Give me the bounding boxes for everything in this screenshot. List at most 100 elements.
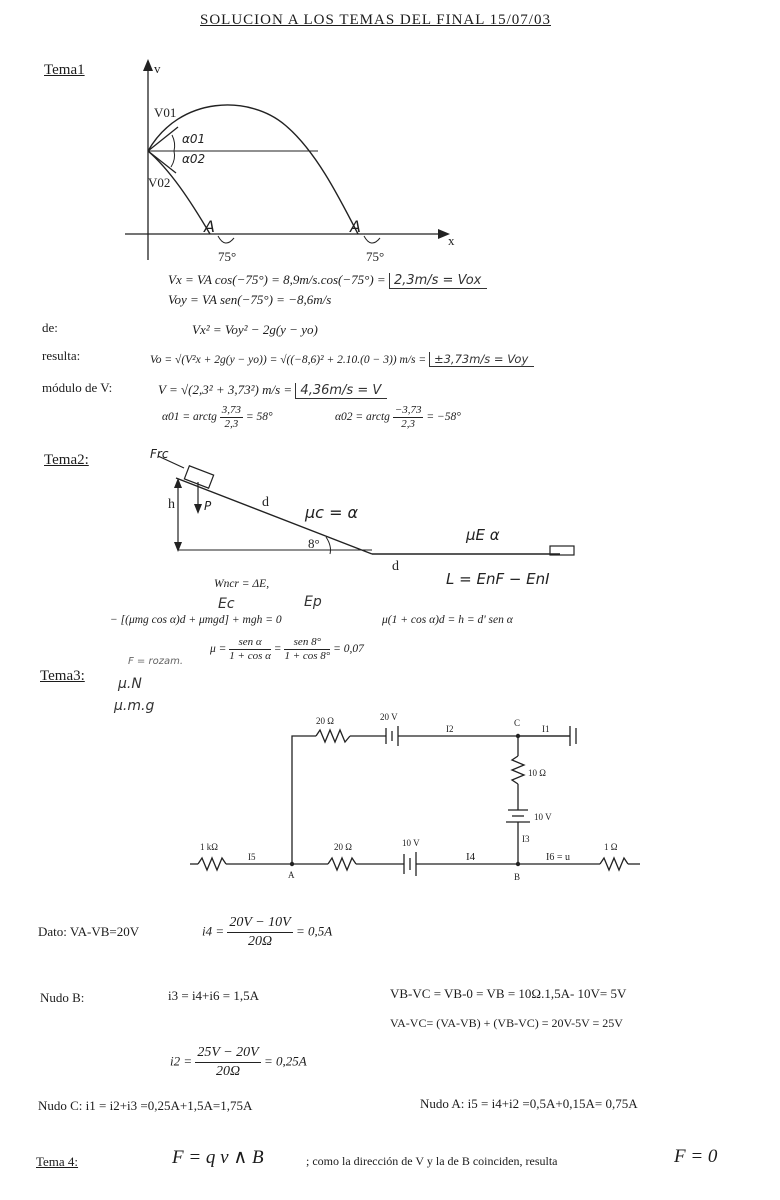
i2-den: 20Ω xyxy=(215,1064,241,1079)
i2-num: 25V − 20V xyxy=(195,1044,261,1063)
i16-label: I6 = u xyxy=(546,852,570,863)
tema2-eq-right: μ(1 + cos α)d = h = d' sen α xyxy=(382,614,513,626)
mu-result: = 0,07 xyxy=(333,643,364,656)
eq-modulo-text: V = √(2,3² + 3,73²) m/s = xyxy=(158,382,293,397)
tema2-mu: μ = sen α 1 + cos α = sen 8° 1 + cos 8° … xyxy=(210,636,364,663)
tema2-note-mmg: μ.m.g xyxy=(114,698,155,714)
r-bottom-label: 20 Ω xyxy=(334,842,352,852)
v01-label: V01 xyxy=(154,105,176,120)
i4-fraction: 20V − 10V 20Ω xyxy=(227,914,293,951)
label-modulo: módulo de V: xyxy=(42,380,113,395)
v-top-label: 20 V xyxy=(380,712,398,722)
mu-e-label: μE α xyxy=(465,526,500,544)
alpha01-label-text: α01 = arctg xyxy=(162,411,217,424)
i1-label: I1 xyxy=(542,724,550,734)
v-mid-label: 10 V xyxy=(534,812,552,822)
tema2-label-ec: Ec xyxy=(218,596,235,612)
eq-resulta-result: ±3,73m/s = Voy xyxy=(428,352,535,367)
i4-lhs: i4 = xyxy=(202,923,225,939)
v02-label: V02 xyxy=(148,175,170,190)
axis-x-label: x xyxy=(448,233,455,248)
point-a2: A xyxy=(349,217,361,236)
tema1-heading: Tema1 xyxy=(44,62,85,78)
i13-label: I3 xyxy=(522,834,530,844)
tema1-trajectory-diagram: v x V01 V02 α01 α02 A A 75° 75° xyxy=(125,59,455,264)
r-top-label: 20 Ω xyxy=(316,716,334,726)
i2-result: = 0,25A xyxy=(263,1053,307,1069)
d2-label: d xyxy=(392,559,399,574)
tema1-alpha01: α01 = arctg 3,73 2,3 = 58° xyxy=(162,404,273,431)
tema4-text: ; como la dirección de V y la de B coinc… xyxy=(306,1154,558,1168)
tema2-incline-diagram: Frc P h d d μc = α μE α 8° L = EnF − EnI xyxy=(150,447,575,588)
r-mid-label: 10 Ω xyxy=(528,768,546,778)
mu-fraction-1: sen α 1 + cos α xyxy=(229,636,271,663)
alpha02-result: = −58° xyxy=(426,411,461,424)
mu-c-label: μc = α xyxy=(304,503,359,522)
axis-v-label: v xyxy=(154,61,161,76)
h-label: h xyxy=(168,497,175,512)
alpha02-fraction: −3,73 2,3 xyxy=(392,404,424,431)
tema2-heading: Tema2: xyxy=(44,452,89,468)
tema2-eq-w: Wncr = ΔE, xyxy=(214,578,270,590)
tema1-eq-de: Vx² = Voy² − 2g(y − yo) xyxy=(192,322,318,337)
i15-label: I5 xyxy=(248,852,256,862)
label-resulta: resulta: xyxy=(42,348,81,363)
i12-label: I2 xyxy=(446,724,454,734)
tema2-label-ep: Ep xyxy=(304,594,322,610)
alpha02-den: 2,3 xyxy=(401,418,415,430)
mu-den-1: 1 + cos α xyxy=(229,650,271,662)
tema3-circuit-diagram: 20 Ω 20 V I2 C I1 10 Ω 10 V I3 1 kΩ I5 A… xyxy=(190,712,640,882)
mu-den-2: 1 + cos 8° xyxy=(284,650,331,662)
alpha02-label: α02 xyxy=(182,152,205,166)
frc-label: Frc xyxy=(150,447,169,461)
angle2-label: 75° xyxy=(366,249,384,264)
tema1-eq-modulo: V = √(2,3² + 3,73²) m/s = 4,36m/s = V xyxy=(158,382,388,399)
i2-lhs: i2 = xyxy=(170,1053,193,1069)
r-left-label: 1 kΩ xyxy=(200,842,218,852)
alpha02-label-text: α02 = arctg xyxy=(335,411,390,424)
alpha01-den: 2,3 xyxy=(224,418,239,430)
node-b-label: B xyxy=(514,872,520,882)
tema1-eq-resulta: Vo = √(V²x + 2g(y − yo)) = √((−8,6)² + 2… xyxy=(150,352,535,367)
tema3-heading: Tema3: xyxy=(40,668,85,684)
v-bottom-label: 10 V xyxy=(402,838,420,848)
point-a1: A xyxy=(203,217,215,236)
i4-den: 20Ω xyxy=(247,934,273,949)
i2-fraction: 25V − 20V 20Ω xyxy=(195,1044,261,1081)
tema2-note-f: F = rozam. xyxy=(128,656,184,667)
alpha01-result: = 58° xyxy=(245,411,273,424)
tema3-nudo-a: Nudo A: i5 = i4+i2 =0,5A+0,15A= 0,75A xyxy=(420,1096,638,1111)
alpha01-label: α01 xyxy=(182,132,205,146)
page-title: SOLUCION A LOS TEMAS DEL FINAL 15/07/03 xyxy=(200,12,551,28)
alpha01-num: 3,73 xyxy=(219,404,244,418)
eq-vx-text: Vx = VA cos(−75°) = 8,9m/s.cos(−75°) = xyxy=(168,272,386,287)
tema4-formula: F = q v ∧ B xyxy=(172,1147,264,1168)
tema3-dato: Dato: VA-VB=20V xyxy=(38,924,140,939)
tema3-i2: i2 = 25V − 20V 20Ω = 0,25A xyxy=(170,1044,307,1081)
tema2-note-mn: μ.N xyxy=(118,676,142,692)
tema3-i4: i4 = 20V − 10V 20Ω = 0,5A xyxy=(202,914,332,951)
tema4-heading: Tema 4: xyxy=(36,1154,79,1169)
tema1-eq-vx: Vx = VA cos(−75°) = 8,9m/s.cos(−75°) = 2… xyxy=(168,272,488,289)
tema3-nudo-b-eq: i3 = i4+i6 = 1,5A xyxy=(168,988,259,1003)
trajectory-upper xyxy=(147,104,359,235)
label-de: de: xyxy=(42,320,58,335)
tema3-va-vc: VA-VC= (VA-VB) + (VB-VC) = 20V-5V = 25V xyxy=(390,1016,623,1030)
tema3-nudo-b-label: Nudo B: xyxy=(40,990,85,1005)
tema3-vb-vc: VB-VC = VB-0 = VB = 10Ω.1,5A- 10V= 5V xyxy=(390,986,627,1001)
node-a-label: A xyxy=(288,870,295,880)
eq-modulo-result: 4,36m/s = V xyxy=(295,383,388,399)
tema2-eq-main: − [(μmg cos α)d + μmgd] + mgh = 0 xyxy=(110,614,282,626)
eq-resulta-text: Vo = √(V²x + 2g(y − yo)) = √((−8,6)² + 2… xyxy=(150,354,427,366)
i14-label: I4 xyxy=(466,851,476,863)
tema4-result: F = 0 xyxy=(674,1146,718,1167)
trajectory-lower xyxy=(147,150,211,235)
angle-8-label: 8° xyxy=(308,536,320,551)
angle1-label: 75° xyxy=(218,249,236,264)
work-energy-label: L = EnF − EnI xyxy=(446,570,550,588)
tema3-nudo-c: Nudo C: i1 = i2+i3 =0,25A+1,5A=1,75A xyxy=(38,1098,253,1113)
d1-label: d xyxy=(262,495,269,510)
node-c-label: C xyxy=(514,718,520,728)
mu-fraction-2: sen 8° 1 + cos 8° xyxy=(284,636,331,663)
alpha01-fraction: 3,73 2,3 xyxy=(219,404,244,431)
